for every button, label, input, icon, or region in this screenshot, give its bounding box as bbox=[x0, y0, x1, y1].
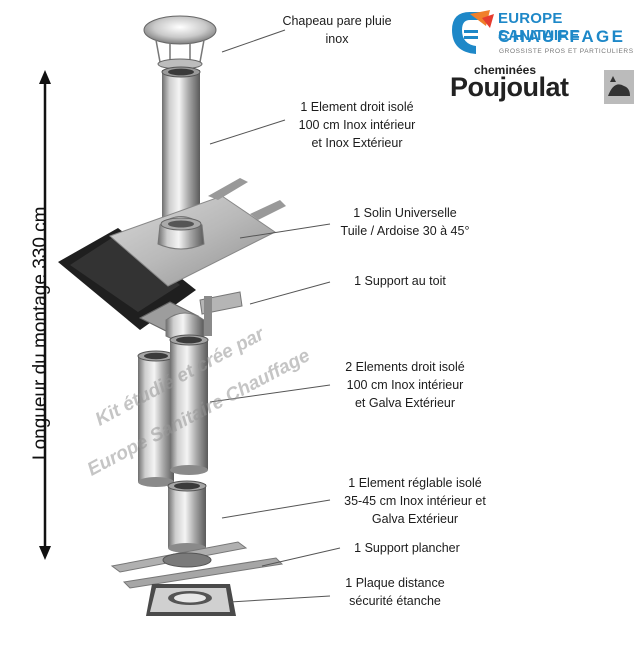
label-support-plancher-line-1: 1 Support plancher bbox=[354, 541, 460, 555]
label-reglable-line-1: 1 Element réglable isolé bbox=[348, 476, 482, 490]
leader-element-1 bbox=[209, 119, 286, 145]
poujoulat-logo: cheminées Poujoulat bbox=[448, 63, 634, 107]
label-plaque-line-2: sécurité étanche bbox=[349, 594, 441, 608]
label-support-plancher: 1 Support plancher bbox=[342, 539, 472, 557]
label-elements-droits-2: 2 Elements droit isolé 100 cm Inox intér… bbox=[330, 358, 480, 412]
label-chapeau-line-1: Chapeau pare pluie bbox=[282, 14, 392, 28]
roof-flashing bbox=[58, 178, 286, 330]
label-element-reglable: 1 Element réglable isolé 35-45 cm Inox i… bbox=[330, 474, 500, 528]
floor-support bbox=[110, 541, 284, 589]
leader-lines bbox=[209, 29, 341, 603]
logo-poujoulat-line-2: Poujoulat bbox=[450, 72, 569, 102]
label-elements-2-line-3: et Galva Extérieur bbox=[354, 396, 456, 410]
montage-length-label: Longueur du montage 330 cm bbox=[30, 206, 51, 460]
label-chapeau-line-2: inox bbox=[325, 32, 349, 46]
label-elements-2-line-2: 100 cm Inox intérieur bbox=[346, 378, 464, 392]
leader-elements-2 bbox=[209, 384, 331, 403]
logo-europe-tagline: GROSSISTE PROS ET PARTICULIERS bbox=[499, 48, 634, 55]
leader-support-toit bbox=[249, 281, 331, 305]
label-element-1-line-3: et Inox Extérieur bbox=[311, 136, 403, 150]
logo-europe-line-1: EUROPE SANITAIRE bbox=[498, 10, 580, 44]
logo-europe-line-2: CHAUFFAGE bbox=[498, 27, 626, 46]
label-support-toit-line-1: 1 Support au toit bbox=[354, 274, 446, 288]
europe-sanitaire-logo: EUROPE SANITAIRE CHAUFFAGE GROSSISTE PRO… bbox=[448, 8, 634, 60]
leader-plaque bbox=[229, 595, 331, 603]
label-plaque: 1 Plaque distance sécurité étanche bbox=[330, 574, 460, 610]
label-chapeau: Chapeau pare pluie inox bbox=[282, 12, 392, 48]
straight-elements-2 bbox=[137, 334, 209, 487]
safety-plate bbox=[146, 584, 236, 616]
label-element-1-line-2: 100 cm Inox intérieur bbox=[298, 118, 416, 132]
label-support-toit: 1 Support au toit bbox=[330, 272, 470, 290]
logo-poujoulat-line-1: cheminées bbox=[474, 63, 537, 77]
leader-solin bbox=[239, 223, 331, 239]
straight-element-1 bbox=[161, 66, 201, 218]
label-reglable-line-2: 35-45 cm Inox intérieur et bbox=[344, 494, 486, 508]
label-solin-line-1: 1 Solin Universelle bbox=[353, 206, 457, 220]
cat-on-roof-icon bbox=[604, 70, 634, 104]
label-element-1-line-1: 1 Element droit isolé bbox=[300, 100, 414, 114]
label-reglable-line-3: Galva Extérieur bbox=[371, 512, 459, 526]
label-solin: 1 Solin Universelle Tuile / Ardoise 30 à… bbox=[330, 204, 480, 240]
label-elements-2-line-1: 2 Elements droit isolé bbox=[345, 360, 465, 374]
height-dimension-arrow bbox=[39, 70, 51, 560]
adjustable-element bbox=[167, 480, 207, 553]
leader-support-plancher bbox=[261, 547, 341, 567]
label-solin-line-2: Tuile / Ardoise 30 à 45° bbox=[340, 224, 470, 238]
es-swirl-logo-icon bbox=[452, 10, 494, 54]
label-element-droit-1: 1 Element droit isolé 100 cm Inox intéri… bbox=[282, 98, 432, 152]
rain-cap bbox=[143, 15, 217, 70]
leader-chapeau bbox=[221, 29, 286, 53]
label-plaque-line-1: 1 Plaque distance bbox=[345, 576, 445, 590]
leader-reglable bbox=[221, 499, 331, 519]
